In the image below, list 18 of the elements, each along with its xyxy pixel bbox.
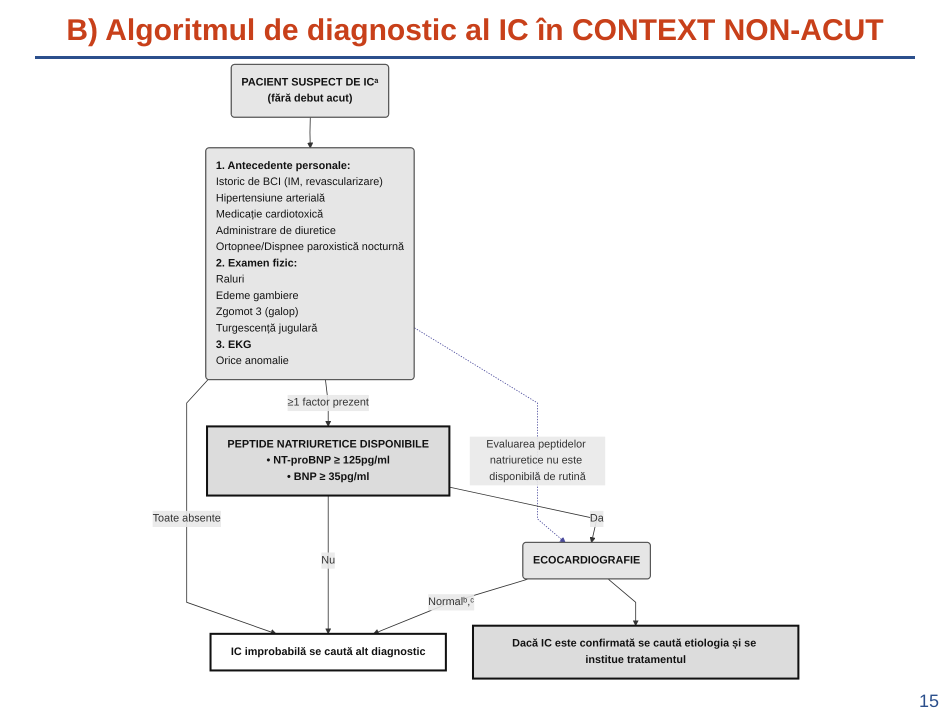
arrow <box>325 495 332 634</box>
node-box <box>206 425 450 497</box>
arrow <box>373 578 528 635</box>
edge-label: Toate absente <box>152 512 221 524</box>
flowchart: ≥1 factor prezent Toate absente Evaluarea peptidelor natriuretice nu este disponibilă de rutină Nu Da Normalᵇ,ᶜ PACIENT SUSPECT DE ICᵃ (fără debut acut) 1. Antecedente personale: Istoric de BCI (IM, revascularizare) Hipertensiune arterială Medicație cardiotoxică Administrare de diuretice Ortopnee/Dispnee paroxistică nocturnă 2. Examen fizic: Raluri Edeme gambiere Zgomot 3 (galop) Turgescență jugulară 3. EKG Orice anomalie PEPTIDE NATRIURETICE DISPONIBILE • NT-proBNP ≥ 125pg/ml • BNP ≥ 35pg/ml IC improbabilă se caută alt diagnostic ECOCARDIOGRAFIE Dacă IC este confirmată se caută etiologia și se institue tratamentul <box>0 59 951 684</box>
page-number: 15 <box>918 691 939 712</box>
node-box <box>210 632 447 672</box>
arrow <box>307 117 314 148</box>
edge-label: Nu <box>321 554 336 566</box>
arrow <box>448 486 598 543</box>
arrow <box>608 578 639 626</box>
edge-label: Evaluarea peptidelor natriuretice nu este disponibilă de rutină <box>486 438 586 483</box>
edge-label: ≥1 factor prezent <box>288 396 369 408</box>
edge-label: Da <box>590 512 604 524</box>
node-box <box>472 624 800 680</box>
slide-title: B) Algoritmul de diagnostic al IC în CONTEXT NON-ACUT <box>35 14 915 59</box>
edge-label: Normalᵇ,ᶜ <box>428 596 474 608</box>
arrow <box>186 379 276 635</box>
